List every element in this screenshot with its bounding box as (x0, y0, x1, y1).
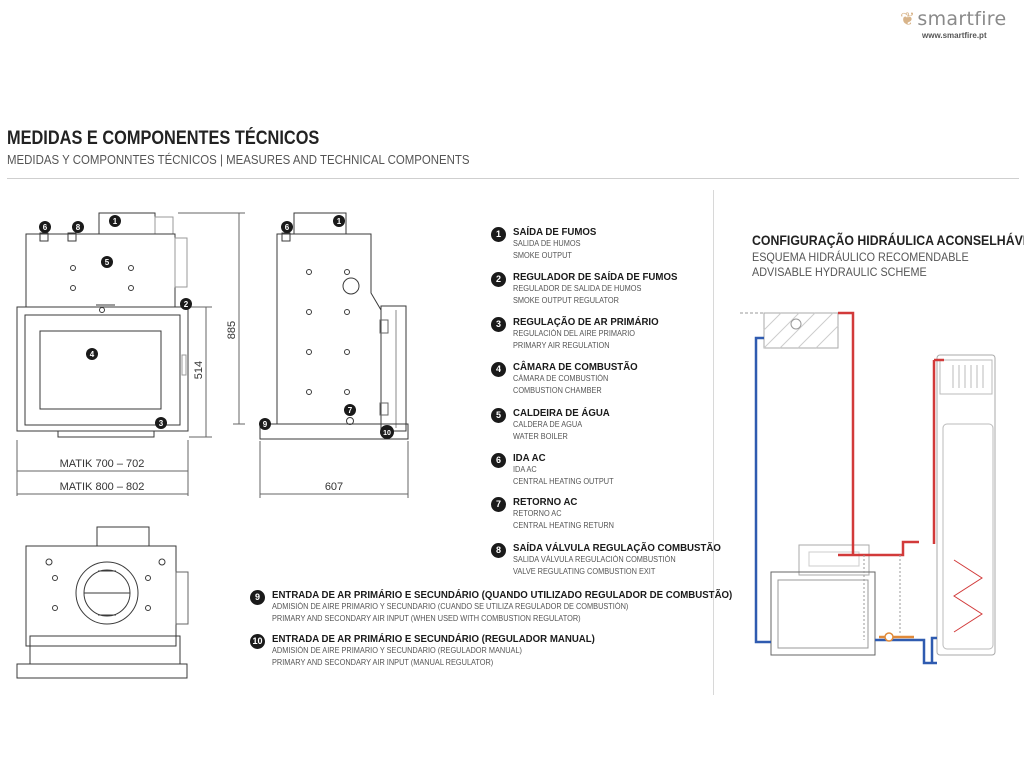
hydraulic-subtitle-es: ESQUEMA HIDRÁULICO RECOMENDABLE (752, 250, 969, 264)
badge-10: 10 (250, 634, 265, 649)
legend-en: COMBUSTION CHAMBER (513, 385, 602, 395)
svg-text:2: 2 (184, 300, 189, 309)
legend-pt: CALDEIRA DE ÁGUA (513, 407, 610, 419)
svg-text:1: 1 (337, 217, 342, 226)
legend-en: SMOKE OUTPUT REGULATOR (513, 295, 619, 305)
brand-logo: ❦smartfire (900, 8, 1006, 30)
legend-en: PRIMARY AIR REGULATION (513, 340, 610, 350)
legend-en: CENTRAL HEATING RETURN (513, 520, 615, 530)
svg-text:1: 1 (113, 217, 118, 226)
circulation-pump (879, 632, 914, 642)
callout-1-side: 1 (333, 215, 345, 227)
dim-matik-700: MATIK 700 – 702 (60, 458, 145, 470)
accumulator-tank (936, 354, 996, 656)
svg-text:6: 6 (43, 223, 48, 232)
page-subtitle: MEDIDAS Y COMPONNTES TÉCNICOS | MEASURES… (7, 152, 470, 167)
legend-pt: SAÍDA VÁLVULA REGULAÇÃO COMBUSTÃO (513, 542, 721, 554)
svg-text:8: 8 (76, 223, 81, 232)
callout-1-front: 1 (109, 215, 121, 227)
legend-es: CÁMARA DE COMBUSTIÓN (513, 374, 609, 383)
svg-text:9: 9 (263, 420, 268, 429)
svg-text:6: 6 (285, 223, 290, 232)
dim-514: 514 (193, 361, 205, 379)
badge-9: 9 (250, 590, 265, 605)
radiator (740, 312, 839, 349)
legend-es: SALIDA VÁLVULA REGULACIÓN COMBUSTIÓN (513, 555, 676, 564)
dim-matik-800: MATIK 800 – 802 (60, 481, 145, 493)
legend-pt: ENTRADA DE AR PRIMÁRIO E SECUNDÁRIO (QUA… (272, 589, 733, 601)
callout-6-side: 6 (281, 221, 293, 233)
svg-text:4: 4 (90, 350, 95, 359)
legend-es: ADMISIÓN DE AIRE PRIMARIO Y SECUNDARIO (… (272, 646, 523, 655)
legend-pt: CÂMARA DE COMBUSTÃO (513, 361, 638, 373)
cold-pipes (754, 336, 937, 665)
front-view (16, 212, 245, 496)
flame-icon: ❦ (900, 9, 916, 30)
legend-en: VALVE REGULATING COMBUSTION EXIT (513, 566, 656, 576)
callout-4-front: 4 (86, 348, 98, 360)
technical-drawings: 885 514 MATIK 700 – 702 MATIK 800 – 802 … (16, 212, 409, 679)
callout-3-front: 3 (155, 417, 167, 429)
badge-5: 5 (491, 408, 506, 423)
callout-2-front: 2 (180, 298, 192, 310)
legend-es: CALDERA DE AGUA (513, 420, 583, 429)
legend-pt: REGULADOR DE SAÍDA DE FUMOS (513, 271, 678, 283)
badge-1: 1 (491, 227, 506, 242)
badge-7: 7 (491, 497, 506, 512)
legend-en: SMOKE OUTPUT (513, 250, 572, 260)
stove (770, 544, 876, 656)
legend-pt: ENTRADA DE AR PRIMÁRIO E SECUNDÁRIO (REG… (272, 633, 595, 645)
callout-6-front: 6 (39, 221, 51, 233)
callout-9-side: 9 (259, 418, 271, 430)
brand-name: smartfire (917, 8, 1007, 30)
callout-10-side: 10 (380, 425, 394, 439)
legend-pt: REGULAÇÃO DE AR PRIMÁRIO (513, 316, 659, 328)
hydraulic-title: CONFIGURAÇÃO HIDRÁULICA ACONSELHÁVEL (752, 232, 1024, 248)
legend-en: PRIMARY AND SECONDARY AIR INPUT (WHEN US… (272, 613, 581, 623)
hydraulic-subtitle-en: ADVISABLE HYDRAULIC SCHEME (752, 265, 927, 279)
side-view (259, 212, 409, 498)
hydraulic-scheme (740, 311, 996, 665)
svg-text:10: 10 (383, 430, 391, 437)
legend-en: WATER BOILER (513, 431, 568, 441)
dim-885: 885 (226, 321, 238, 339)
dim-607: 607 (325, 481, 343, 493)
connection-dashes (863, 555, 901, 640)
legend-es: IDA AC (513, 465, 537, 474)
brand-url: www.smartfire.pt (922, 31, 987, 40)
legend-es: SALIDA DE HUMOS (513, 239, 581, 248)
hot-pipes (838, 311, 944, 557)
svg-text:3: 3 (159, 419, 164, 428)
top-view (16, 526, 189, 679)
callout-7-side: 7 (344, 404, 356, 416)
legend-pt: SAÍDA DE FUMOS (513, 226, 597, 238)
legend-es: ADMISIÓN DE AIRE PRIMARIO Y SECUNDARIO (… (272, 602, 629, 611)
callout-8-front: 8 (72, 221, 84, 233)
page-title: MEDIDAS E COMPONENTES TÉCNICOS (7, 128, 320, 149)
badge-3: 3 (491, 317, 506, 332)
badge-2: 2 (491, 272, 506, 287)
legend-es: REGULACIÓN DEL AIRE PRIMARIO (513, 329, 636, 338)
legend-pt: RETORNO AC (513, 496, 578, 508)
legend-pt: IDA AC (513, 452, 546, 464)
legend-es: REGULADOR DE SALIDA DE HUMOS (513, 284, 642, 293)
section-divider (713, 190, 714, 695)
svg-text:5: 5 (105, 258, 110, 267)
badge-4: 4 (491, 362, 506, 377)
legend-en: PRIMARY AND SECONDARY AIR INPUT (MANUAL … (272, 657, 494, 667)
badge-8: 8 (491, 543, 506, 558)
header-divider (7, 178, 1019, 179)
callout-5-front: 5 (101, 256, 113, 268)
legend-es: RETORNO AC (513, 509, 562, 518)
svg-text:7: 7 (348, 406, 353, 415)
legend-en: CENTRAL HEATING OUTPUT (513, 476, 614, 486)
badge-6: 6 (491, 453, 506, 468)
